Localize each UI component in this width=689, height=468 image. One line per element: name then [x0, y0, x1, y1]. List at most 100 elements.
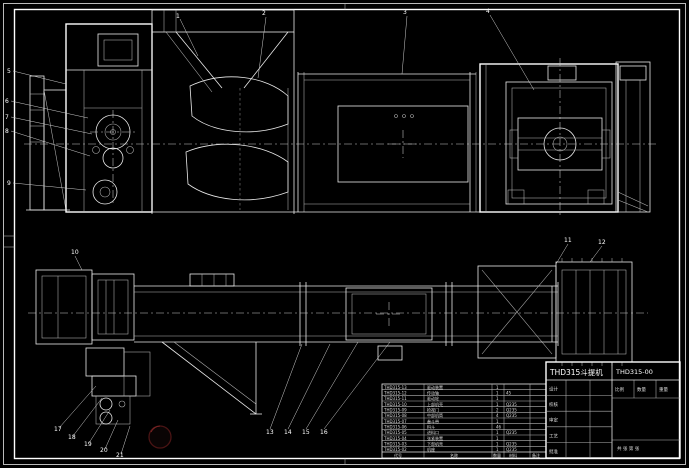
- bom-header-remark: 备注: [532, 452, 540, 458]
- drive-station: [479, 58, 619, 216]
- bom-cell: THD315-05: [383, 430, 407, 435]
- bom-cell: THD315-08: [383, 413, 407, 418]
- inlet-hopper: [151, 9, 295, 33]
- plan-view: [28, 258, 648, 425]
- boot-wheel: [92, 179, 118, 205]
- bom-cell: 料斗: [427, 423, 435, 429]
- bom-header-name: 名称: [450, 452, 458, 458]
- title-block: THD315斗提机 THD315-00 设计 校核 审定 工艺 批准 比例 数量…: [545, 361, 681, 459]
- plan-duct: [134, 273, 559, 361]
- bom-cell: 1: [496, 447, 499, 452]
- callout-2: 2: [262, 10, 266, 17]
- sign-row-process: 工艺: [549, 433, 558, 439]
- bom-header-code: 代号: [394, 452, 402, 458]
- bom-cell: THD315-11: [383, 396, 407, 401]
- leader-lines: [10, 14, 603, 455]
- sign-row-approve: 批准: [549, 448, 558, 455]
- middle-casing: [152, 72, 480, 213]
- callouts: 1 2 3 4 5 6 7 8 9 10 11 12 13 14 15 16 1…: [5, 8, 606, 459]
- bom-cell: 1: [496, 441, 499, 446]
- bom-cell: THD315-12: [383, 390, 407, 395]
- callout-9: 9: [7, 180, 11, 187]
- bom-cell: 1: [496, 419, 499, 424]
- bom-cell: 畚斗带: [427, 418, 439, 424]
- qty-label: 数量: [637, 386, 646, 393]
- bom-cell: 1: [496, 430, 499, 435]
- plan-inspection-panel: [345, 287, 433, 341]
- callout-14: 14: [284, 429, 292, 436]
- bom-cell: THD315-02: [383, 447, 407, 452]
- callout-21: 21: [116, 452, 124, 459]
- plan-drive: [477, 258, 633, 366]
- scale-label: 比例: [615, 386, 624, 393]
- callout-20: 20: [100, 447, 108, 454]
- callout-8: 8: [5, 128, 9, 135]
- plan-boot-drive: [85, 347, 151, 425]
- product-title: THD315斗提机: [549, 367, 603, 377]
- bom-cell: 4: [496, 413, 499, 418]
- bom-cell: Q235: [506, 430, 517, 435]
- sign-row-check: 校核: [549, 401, 558, 408]
- bom-cell: 张紧装置: [427, 435, 443, 441]
- drawing-frame: [3, 3, 686, 465]
- seal-stamp: [148, 425, 172, 449]
- callout-12: 12: [598, 239, 606, 246]
- bom-cell: Q235: [506, 413, 517, 418]
- bom-cell: THD315-06: [383, 424, 407, 429]
- bom-cell: 上部机壳: [427, 401, 443, 407]
- bucket-lower: [185, 143, 289, 201]
- bom-cell: Q235: [506, 407, 517, 412]
- bom-cell: 1: [496, 396, 499, 401]
- bom-cell: 中部机筒: [427, 412, 443, 418]
- plan-chute: [161, 341, 262, 415]
- drawing-number: THD315-00: [615, 368, 653, 376]
- callout-13: 13: [266, 429, 274, 436]
- sign-row-design: 设计: [549, 386, 558, 393]
- bom-cell: 传动轴: [427, 389, 439, 395]
- plan-head: [35, 269, 135, 345]
- callout-15: 15: [302, 429, 310, 436]
- bom-cell: 驱动轮: [427, 395, 439, 401]
- bom-cell: 驱动装置: [427, 384, 443, 390]
- callout-19: 19: [84, 441, 92, 448]
- callout-16: 16: [320, 429, 328, 436]
- bom-cell: THD315-09: [383, 407, 407, 412]
- callout-10: 10: [71, 249, 79, 256]
- bom-cell: THD315-10: [383, 402, 407, 407]
- bom-cell: Q235: [506, 441, 517, 446]
- bom-cell: 下部机壳: [427, 440, 443, 446]
- bom-cell: 1: [496, 402, 499, 407]
- callout-1: 1: [176, 13, 180, 20]
- bom-cell: 45: [506, 390, 512, 395]
- bom-cell: 1: [496, 390, 499, 395]
- discharge-tower: [615, 61, 651, 213]
- weight-label: 重量: [659, 386, 668, 393]
- bom-cell: Q235: [506, 447, 517, 452]
- bom-cell: 1: [496, 436, 499, 441]
- side-view: [24, 9, 656, 216]
- bom-cell: 进料口: [427, 429, 439, 435]
- bom-cell: 机座: [427, 446, 435, 452]
- bom-cell: THD315-03: [383, 441, 407, 446]
- bom-cell: 46: [496, 424, 502, 429]
- bucket-casing: [151, 9, 295, 214]
- callout-18: 18: [68, 434, 76, 441]
- bom-cell: THD315-13: [383, 385, 407, 390]
- bom-cell: 检视门: [427, 406, 439, 412]
- bom-cell: 1: [496, 385, 499, 390]
- bom-cell: Q235: [506, 402, 517, 407]
- callout-5: 5: [7, 68, 11, 75]
- support-tower: [26, 75, 70, 211]
- callout-4: 4: [486, 8, 490, 15]
- bom-cell: THD315-07: [383, 419, 407, 424]
- callout-17: 17: [54, 426, 62, 433]
- sheet-label: 共 张 第 张: [617, 445, 640, 452]
- head-housing: [65, 23, 153, 213]
- bucket-upper: [189, 76, 289, 133]
- bom-cell: 2: [496, 407, 499, 412]
- bom-header-material: 材料: [509, 452, 517, 458]
